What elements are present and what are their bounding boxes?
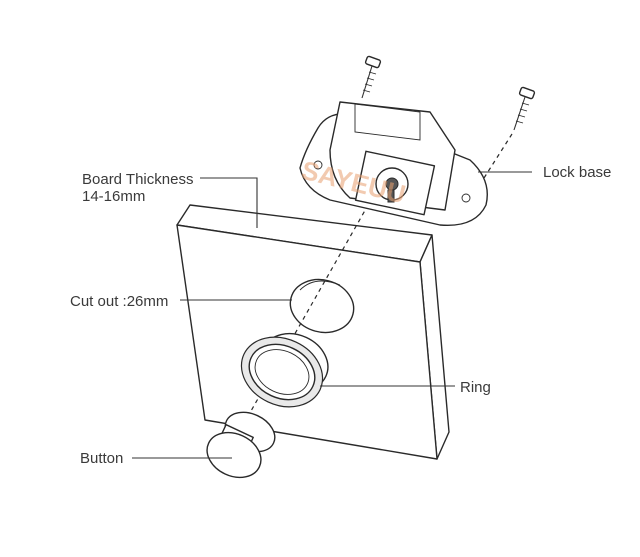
screw-left	[361, 55, 382, 99]
board-thickness-value: 14-16mm	[82, 188, 145, 205]
screw-right	[513, 86, 536, 131]
board-thickness-label: Board Thickness	[82, 171, 193, 188]
lock-base-label: Lock base	[543, 164, 611, 181]
board-thickness-leader	[200, 177, 258, 228]
cut-out-hole	[289, 278, 355, 334]
button-label: Button	[80, 450, 123, 467]
cut-out-label: Cut out :26mm	[70, 293, 168, 310]
ring	[240, 332, 329, 408]
board	[176, 204, 450, 460]
lock-base: SAYEUU	[299, 101, 488, 227]
ring-label: Ring	[460, 379, 491, 396]
button-part	[206, 411, 276, 479]
